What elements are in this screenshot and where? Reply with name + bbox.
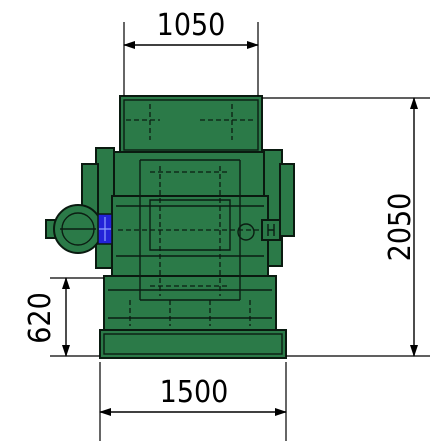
dimension-label-top-width: 1050 bbox=[157, 8, 226, 43]
mid-housing bbox=[109, 151, 271, 199]
right-outer-bracket bbox=[279, 163, 295, 237]
lower-housing bbox=[103, 275, 277, 333]
dimension-base-width: 1500 bbox=[99, 362, 287, 441]
dimension-label-overall-height: 2050 bbox=[383, 193, 418, 262]
dimension-top-width: 1050 bbox=[123, 8, 259, 96]
top-housing bbox=[119, 95, 263, 155]
central-body bbox=[111, 195, 269, 279]
dimension-base-height: 620 bbox=[23, 277, 104, 357]
dimension-overall-height: 2050 bbox=[262, 97, 430, 357]
dimension-label-base-height: 620 bbox=[23, 292, 58, 344]
dimension-label-base-width: 1500 bbox=[160, 375, 229, 410]
machine-body bbox=[45, 95, 295, 359]
